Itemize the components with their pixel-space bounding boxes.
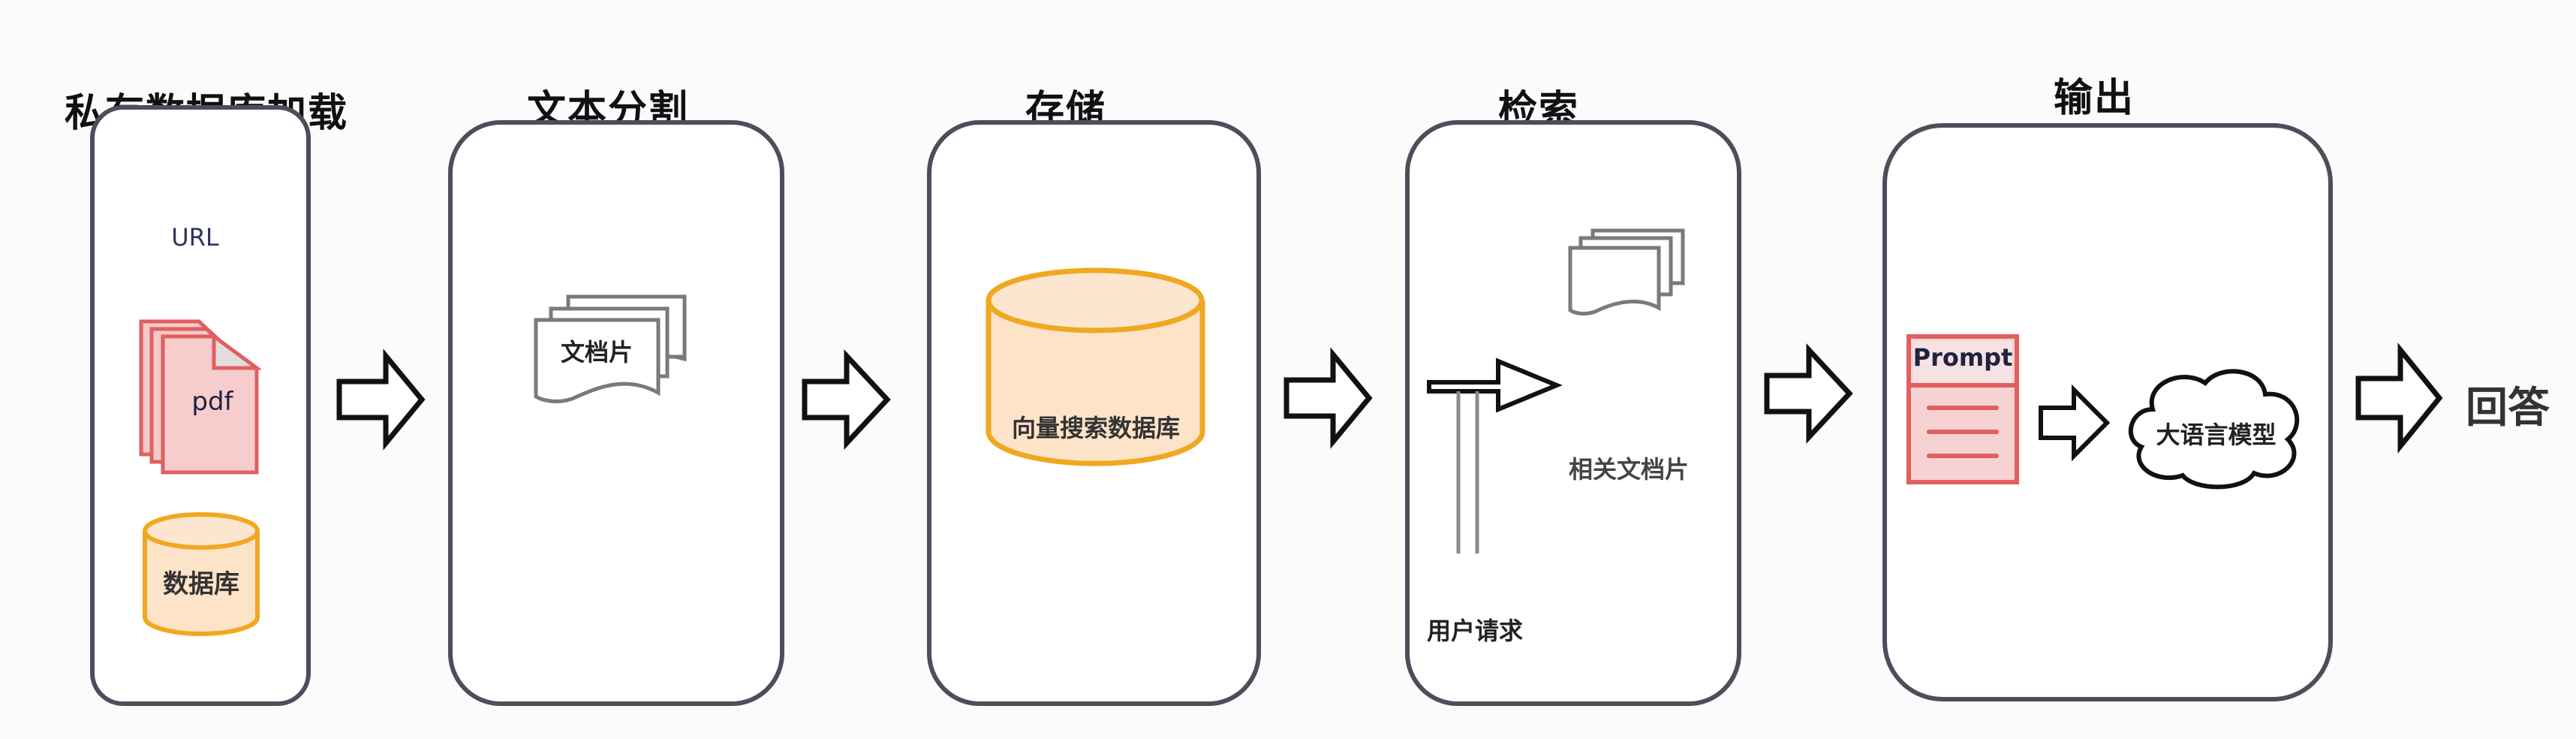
url-label: URL bbox=[171, 223, 219, 252]
panel-retrieve bbox=[1405, 120, 1741, 706]
llm-label: 大语言模型 bbox=[2156, 421, 2277, 449]
flow-arrow-3 bbox=[1283, 347, 1373, 449]
flow-arrow-4 bbox=[1764, 343, 1853, 444]
flow-arrow-1 bbox=[336, 348, 426, 451]
flow-arrow-2 bbox=[802, 349, 891, 450]
flow-arrow-inner bbox=[2039, 384, 2111, 462]
stage-title-output: 输出 bbox=[2053, 76, 2135, 121]
query-arrow bbox=[1427, 357, 1563, 553]
user-query-label: 用户请求 bbox=[1426, 617, 1523, 645]
pdf-stack-icon bbox=[139, 319, 263, 475]
vector-db-label: 向量搜索数据库 bbox=[1011, 414, 1180, 442]
doc-chunks-icon bbox=[534, 294, 687, 403]
relevant-chunks-label: 相关文档片 bbox=[1568, 455, 1689, 484]
database-icon bbox=[143, 512, 260, 636]
panel-split bbox=[448, 120, 784, 706]
relevant-chunks-icon bbox=[1568, 228, 1685, 316]
prompt-doc-icon bbox=[1906, 334, 2019, 484]
flow-arrow-5 bbox=[2355, 342, 2443, 454]
llm-cloud-icon bbox=[2128, 369, 2300, 490]
pdf-label: pdf bbox=[191, 387, 233, 417]
vector-db-icon bbox=[986, 267, 1205, 466]
doc-chunks-label: 文档片 bbox=[560, 338, 633, 366]
answer-label: 回答 bbox=[2466, 384, 2550, 433]
database-label: 数据库 bbox=[163, 569, 239, 599]
prompt-label: Prompt bbox=[1912, 343, 2013, 372]
